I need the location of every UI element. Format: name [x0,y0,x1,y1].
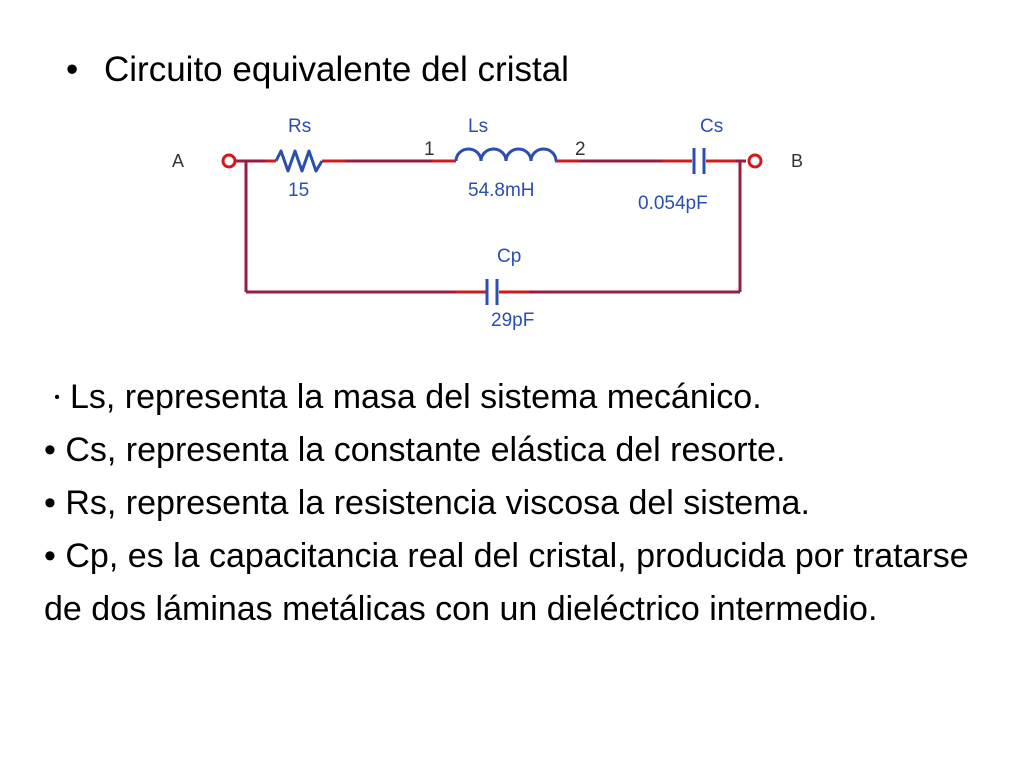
note-item: • Cs, representa la constante elástica d… [44,424,1004,477]
node-2-label: 2 [575,139,586,160]
title-text: Circuito equivalente del cristal [104,50,569,89]
rs-name-label: Rs [288,116,311,137]
bullet-icon: • [54,389,60,406]
notes-list: • Ls, representa la masa del sistema mecá… [44,371,1004,636]
cp-value-label: 29pF [491,310,534,331]
note-text: Ls, representa la masa del sistema mecán… [70,378,762,416]
cs-name-label: Cs [700,116,723,137]
inductor-ls-icon [454,147,558,162]
bullet-icon: • [44,537,56,575]
note-item: • Cp, es la capacitancia real del crista… [44,530,1004,636]
bullet-icon: • [44,431,56,469]
node-1-label: 1 [424,139,435,160]
cs-value-label: 0.054pF [638,193,708,214]
note-item: • Rs, representa la resistencia viscosa … [44,477,1004,530]
cp-name-label: Cp [497,246,521,267]
ls-value-label: 54.8mH [468,180,535,201]
capacitor-cs-icon [692,148,706,174]
equivalent-circuit-diagram: A B Rs 15 1 2 Ls 54.8mH Cs 0.054pF Cp 29… [172,116,803,331]
note-item: • Ls, representa la masa del sistema mecá… [44,371,1004,424]
component-leads [266,159,736,294]
note-text: Rs, representa la resistencia viscosa de… [65,484,810,522]
terminal-b-icon [747,153,763,169]
ls-name-label: Ls [468,116,488,137]
terminal-a-label: A [172,151,184,171]
note-text: Cp, es la capacitancia real del cristal,… [44,537,969,628]
note-text: Cs, representa la constante elástica del… [65,431,786,469]
rs-value-label: 15 [288,180,309,201]
bullet-icon: • [44,484,56,522]
capacitor-cp-icon [485,279,499,305]
slide-title: • Circuito equivalente del cristal [66,46,569,94]
terminal-b-label: B [791,151,803,171]
terminal-a-icon [221,153,237,169]
resistor-rs-icon [274,149,324,173]
bullet-icon: • [66,50,79,89]
